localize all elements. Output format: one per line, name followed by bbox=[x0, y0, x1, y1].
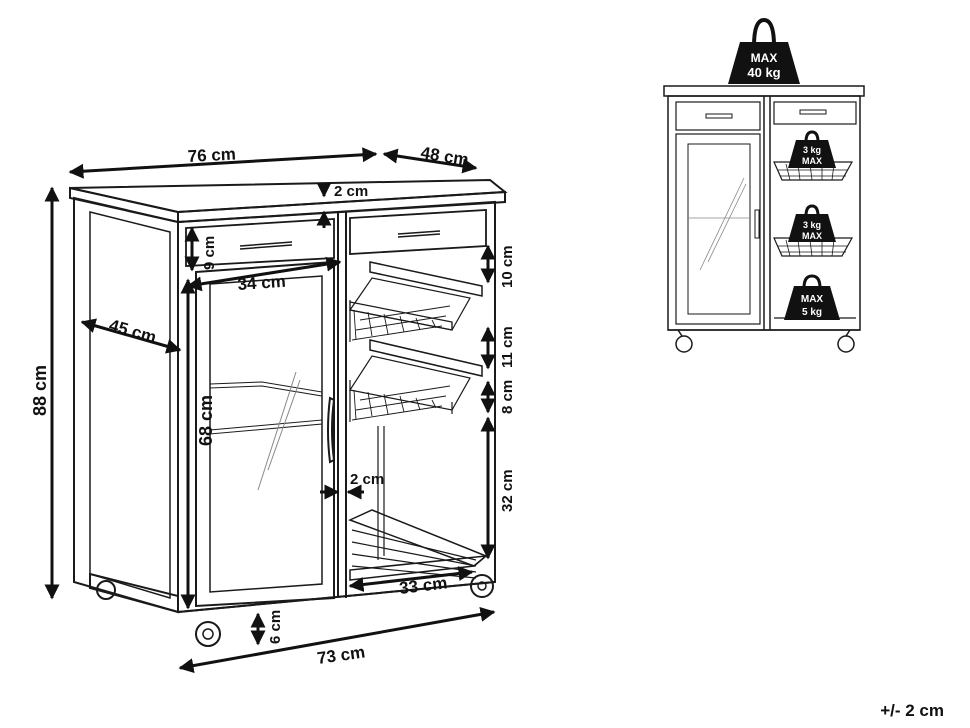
wire-basket-upper bbox=[348, 261, 483, 342]
dim-total-height: 88 cm bbox=[30, 365, 50, 416]
dim-top-thickness: 2 cm bbox=[334, 183, 368, 200]
dim-basket-gap-mid: 11 cm bbox=[499, 326, 516, 368]
dim-door-height: 68 cm bbox=[196, 395, 216, 446]
weight-basket2-label: MAX bbox=[802, 231, 822, 241]
dimension-lines bbox=[44, 147, 496, 674]
dim-handle-offset: 2 cm bbox=[350, 471, 384, 488]
dim-basket-height: 8 cm bbox=[499, 380, 516, 414]
weight-basket2-value: 3 kg bbox=[803, 220, 821, 230]
dim-side-depth: 45 cm bbox=[107, 316, 159, 348]
weight-basket1-value: 3 kg bbox=[803, 145, 821, 155]
dimension-labels: 76 cm 48 cm 2 cm 9 cm 34 cm 45 cm 88 cm … bbox=[30, 143, 516, 668]
weight-icon-top: MAX 40 kg bbox=[728, 17, 800, 84]
right-drawer-handle bbox=[397, 230, 441, 238]
dim-basket-gap-top: 10 cm bbox=[499, 245, 516, 288]
dim-rack-width: 33 cm bbox=[398, 573, 448, 598]
weight-rack-label: MAX bbox=[801, 294, 824, 305]
dim-lower-space: 32 cm bbox=[499, 469, 516, 512]
wire-basket-lower bbox=[349, 339, 483, 422]
weight-basket1-label: MAX bbox=[802, 156, 822, 166]
bottom-rack bbox=[348, 509, 489, 581]
weight-icon-basket2: 3 kg MAX bbox=[788, 204, 836, 242]
front-view-top bbox=[663, 85, 865, 97]
front-view-drawing bbox=[663, 85, 865, 353]
door-handle bbox=[327, 396, 336, 464]
dim-door-width: 34 cm bbox=[237, 272, 286, 294]
weight-rack-value: 5 kg bbox=[802, 307, 822, 318]
weight-top-value: 40 kg bbox=[747, 65, 780, 80]
dim-drawer-height: 9 cm bbox=[201, 236, 218, 270]
main-cart-drawing bbox=[69, 178, 508, 647]
weight-top-label: MAX bbox=[751, 51, 778, 65]
weight-icon-rack: MAX 5 kg bbox=[784, 274, 840, 320]
dim-depth-top: 48 cm bbox=[419, 143, 470, 169]
dim-width-base: 73 cm bbox=[316, 642, 366, 668]
weight-icon-basket1: 3 kg MAX bbox=[788, 130, 836, 168]
dim-width-top: 76 cm bbox=[187, 144, 236, 165]
tolerance-note: +/- 2 cm bbox=[880, 701, 944, 720]
glass-door bbox=[195, 260, 335, 608]
dim-leg-height: 6 cm bbox=[267, 610, 284, 644]
left-drawer-handle bbox=[239, 241, 293, 250]
